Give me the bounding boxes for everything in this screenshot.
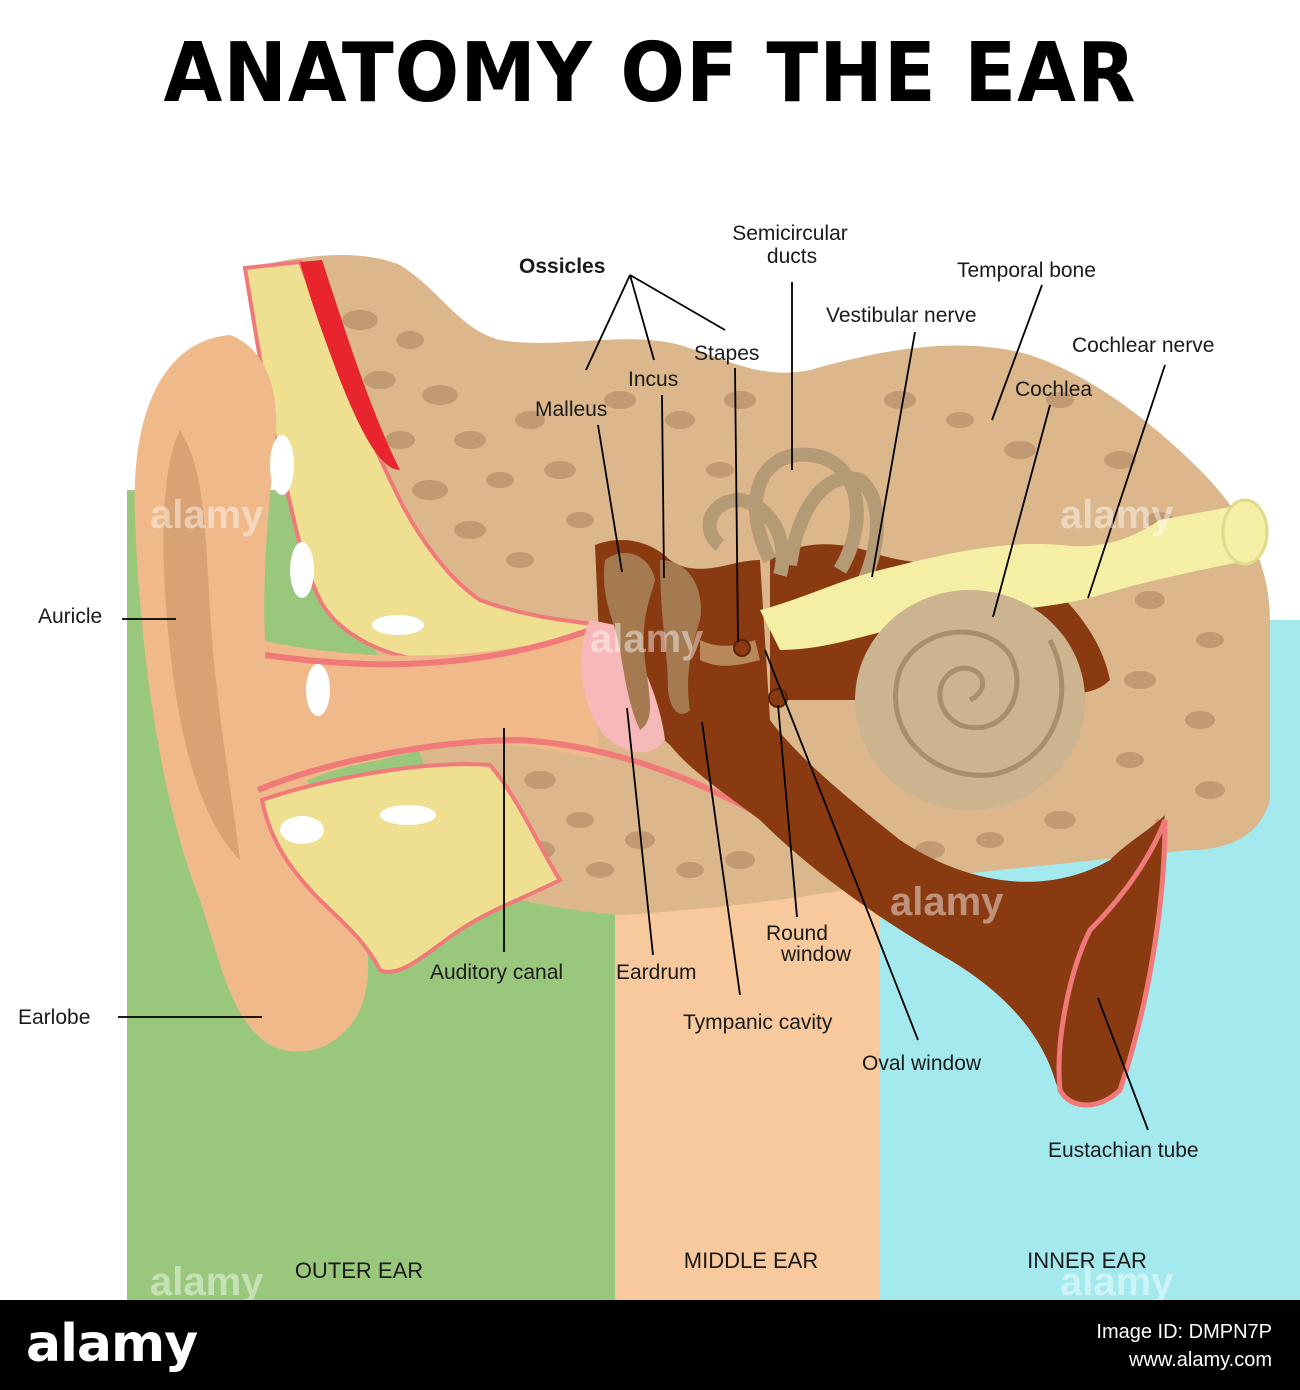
label-earlobe: Earlobe xyxy=(18,1006,90,1029)
ear-anatomy-diagram: alamy alamy alamy alamy alamy alamy Ossi… xyxy=(18,222,1300,1300)
canal-upper-wall xyxy=(264,627,592,668)
cochlear-nerve-bundle xyxy=(760,505,1250,650)
semicircular-ducts-shape xyxy=(702,447,884,594)
svg-text:alamy: alamy xyxy=(150,1260,264,1300)
middle-ear-cavity xyxy=(595,540,1165,1101)
svg-text:alamy: alamy xyxy=(1060,493,1174,537)
label-malleus: Malleus xyxy=(535,398,607,421)
alamy-logo: alamy xyxy=(26,1314,198,1374)
svg-text:alamy: alamy xyxy=(150,493,264,537)
svg-text:alamy: alamy xyxy=(590,617,704,661)
leader-lines xyxy=(118,274,1166,1131)
label-oval-window: Oval window xyxy=(862,1052,982,1075)
label-incus: Incus xyxy=(628,368,678,391)
image-id-block: Image ID: DMPN7P www.alamy.com xyxy=(1096,1318,1272,1374)
eustachian-tube-shape xyxy=(1056,819,1168,1108)
malleus-shape xyxy=(603,552,655,730)
image-id-text: Image ID: DMPN7P xyxy=(1096,1321,1272,1343)
label-temporal-bone: Temporal bone xyxy=(957,259,1096,282)
label-eustachian-tube: Eustachian tube xyxy=(1048,1139,1199,1162)
upper-red-band xyxy=(300,260,400,470)
label-outer-ear: OUTER EAR xyxy=(295,1258,423,1283)
page-title: ANATOMY OF THE EAR xyxy=(163,24,1137,121)
oval-window-dot xyxy=(733,639,751,657)
nerve-end xyxy=(1221,498,1269,566)
label-round-window-line1: Round xyxy=(766,922,828,945)
label-ossicles: Ossicles xyxy=(519,255,605,278)
cartilage-spots xyxy=(270,435,436,844)
label-stapes: Stapes xyxy=(694,342,759,365)
label-tympanic-cavity: Tympanic cavity xyxy=(683,1011,833,1034)
label-semicircular-line2: ducts xyxy=(767,245,817,268)
label-eardrum: Eardrum xyxy=(616,961,697,984)
middle-ear-zone xyxy=(615,870,880,1300)
label-middle-ear: MIDDLE EAR xyxy=(684,1248,818,1273)
svg-text:alamy: alamy xyxy=(890,880,1004,924)
lower-cartilage xyxy=(259,762,563,974)
label-cochlear-nerve: Cochlear nerve xyxy=(1072,334,1214,357)
label-inner-ear: INNER EAR xyxy=(1027,1248,1147,1273)
label-vestibular-nerve: Vestibular nerve xyxy=(826,304,977,327)
label-auditory-canal: Auditory canal xyxy=(430,961,563,984)
label-auricle: Auricle xyxy=(38,605,102,628)
label-semicircular-line1: Semicircular xyxy=(732,222,848,245)
site-url-text: www.alamy.com xyxy=(1129,1349,1272,1371)
label-round-window-line2: window xyxy=(780,943,852,966)
footer-bar: alamy Image ID: DMPN7P www.alamy.com xyxy=(0,1300,1300,1390)
auricle-inner-fold xyxy=(163,430,240,860)
cochlea-shape xyxy=(855,590,1085,810)
incus-shape xyxy=(660,560,701,714)
label-cochlea: Cochlea xyxy=(1015,378,1092,401)
svg-text:alamy: alamy xyxy=(1060,1260,1174,1300)
watermark-layer: alamy alamy alamy alamy alamy alamy xyxy=(150,493,1174,1300)
